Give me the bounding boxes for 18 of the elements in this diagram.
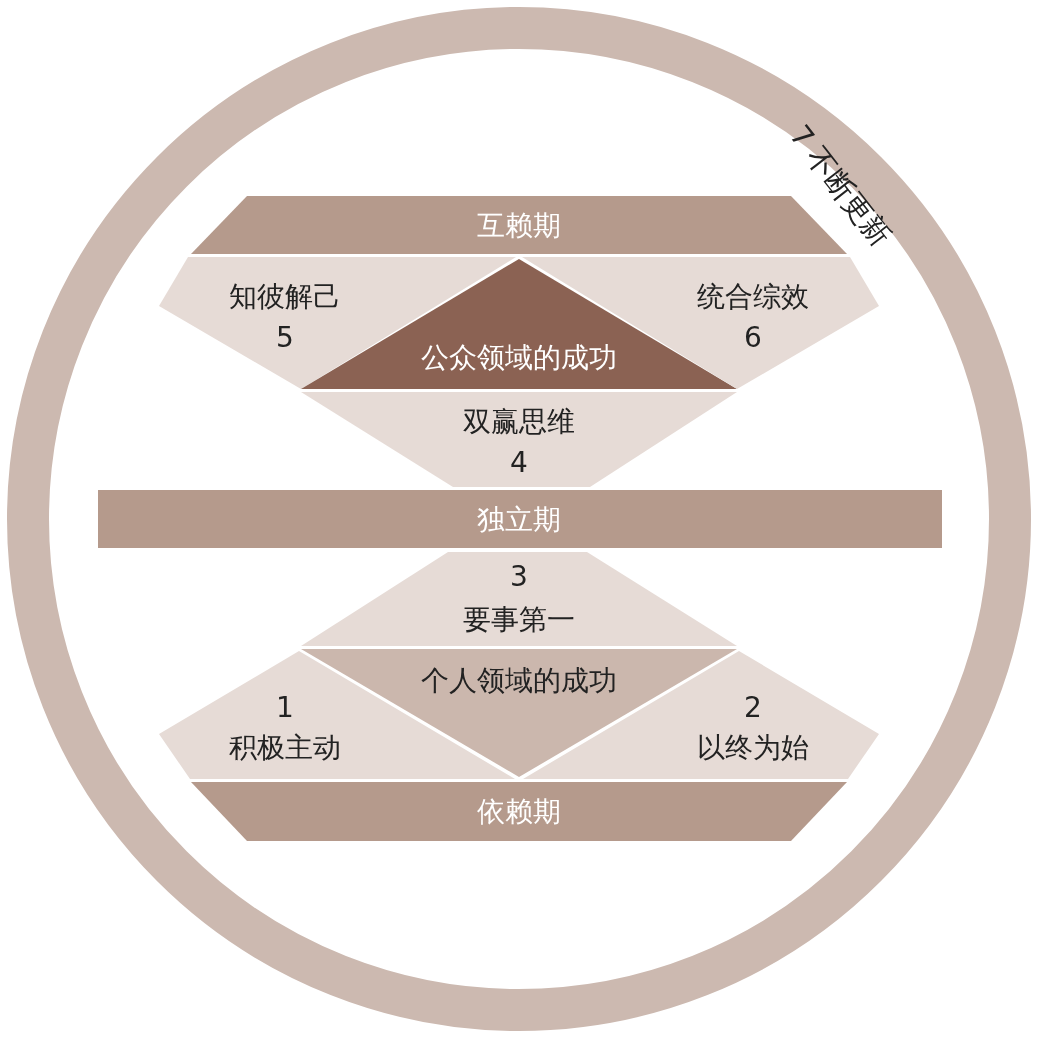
domain-label: 公众领域的成功 [421,341,617,375]
stage-label: 独立期 [477,503,561,537]
habit-number: 6 [744,321,762,355]
habit-number: 4 [510,446,528,480]
habit-number: 5 [276,321,294,355]
habit-name: 知彼解己 [229,280,341,314]
habit-name: 双赢思维 [463,405,575,439]
habit-name: 以终为始 [697,731,809,765]
stage-label: 依赖期 [477,795,561,829]
stage-label: 互赖期 [477,209,561,243]
habit-name: 统合综效 [697,280,809,314]
habit-number: 3 [510,560,528,594]
habit-name: 积极主动 [229,731,341,765]
domain-label: 个人领域的成功 [421,664,617,698]
habit-number: 1 [276,691,294,725]
renewal-label: 7 不断更新 [782,119,898,253]
habit-number: 2 [744,691,762,725]
habit-name: 要事第一 [463,603,575,637]
